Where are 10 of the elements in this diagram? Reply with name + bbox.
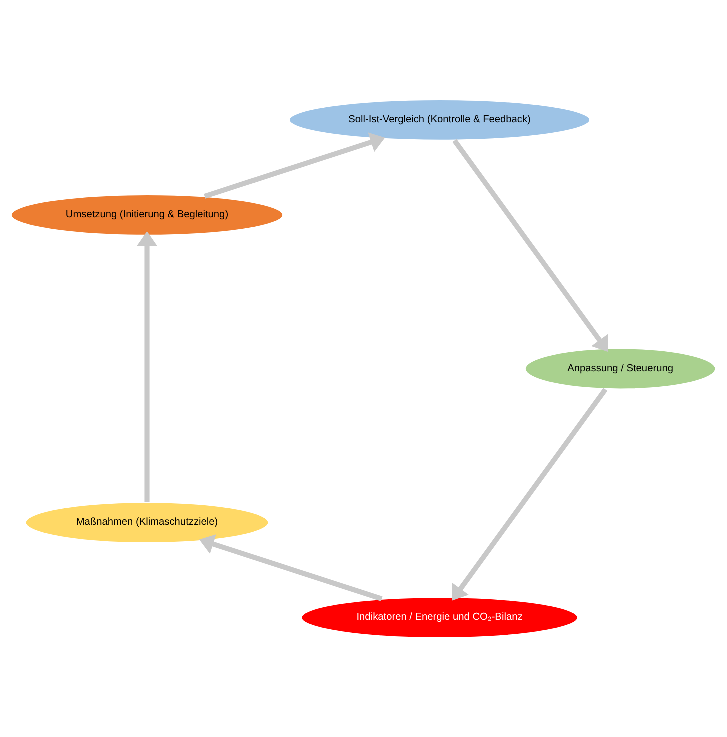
arrow [199,534,383,601]
node-ellipse: Umsetzung (Initierung & Begleitung) [10,193,285,236]
arrow [204,132,386,198]
arrow [452,138,608,352]
arrow [452,388,608,600]
node-ellipse: Maßnahmen (Klimaschutzziele) [24,500,270,544]
arrow [137,231,158,502]
node-ellipse: Soll-Ist-Vergleich (Kontrolle & Feedback) [288,98,592,142]
node-ellipse: Indikatoren / Energie und CO₂-Bilanz [300,596,580,639]
node-ellipse: Anpassung / Steuerung [524,346,718,390]
